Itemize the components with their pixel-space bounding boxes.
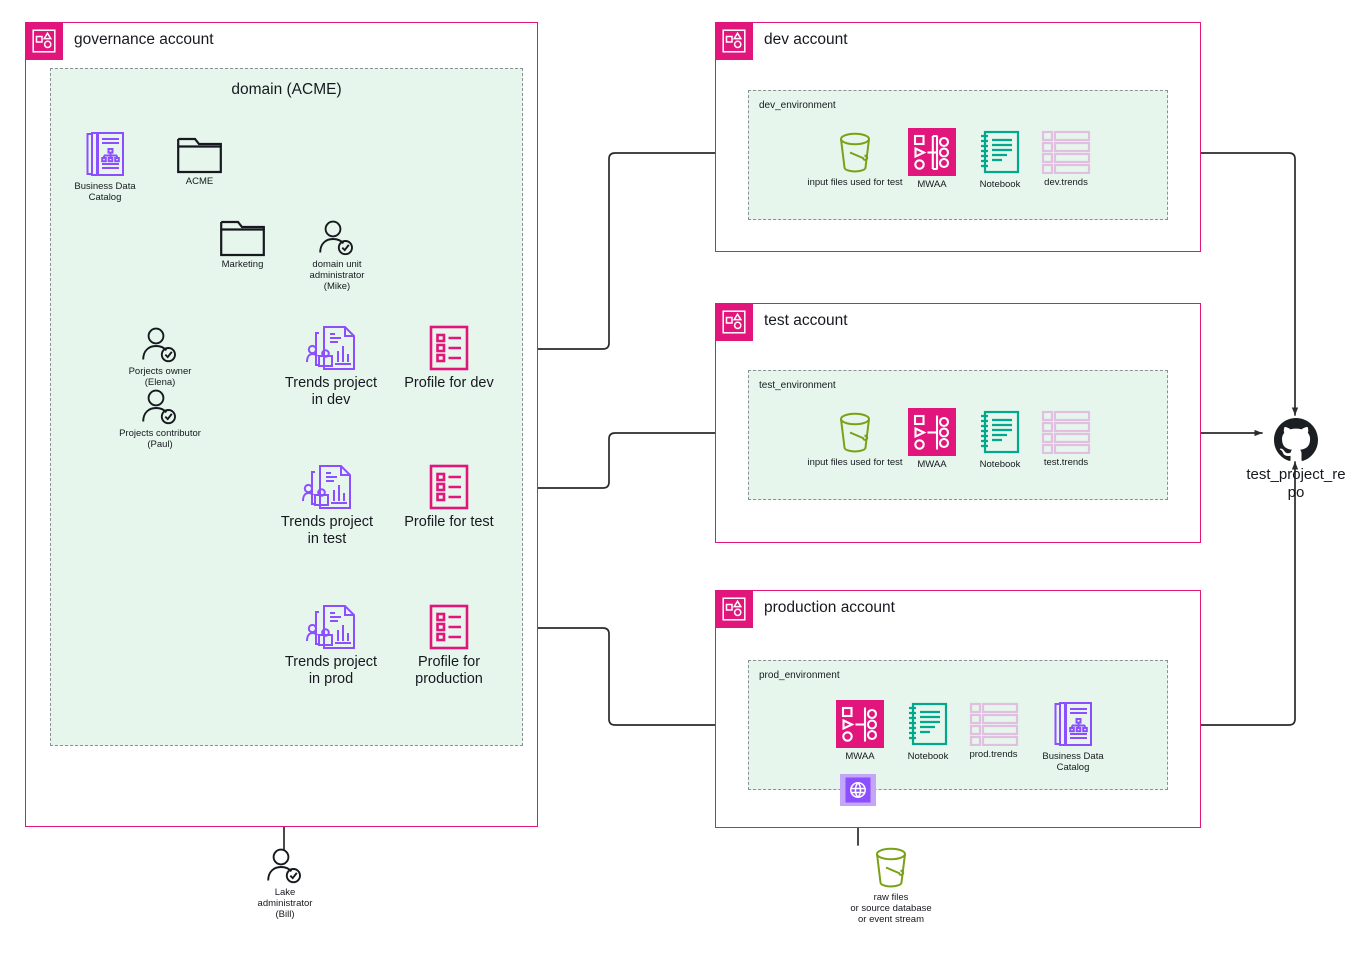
mwaa-icon (908, 408, 956, 456)
node-test-notebook[interactable]: Notebook (975, 408, 1025, 470)
dev-environment-label: dev_environment (759, 100, 836, 111)
node-label: test_project_re po (1246, 466, 1346, 501)
node-prod-mwaa[interactable]: MWAA (835, 700, 885, 762)
node-test-mwaa[interactable]: MWAA (907, 408, 957, 470)
node-label: prod.trends (969, 749, 1018, 760)
node-label: ACME (185, 176, 214, 187)
project-icon (306, 326, 355, 370)
node-label: raw files or source database or event st… (850, 892, 932, 926)
node-label: Lake administrator (Bill) (257, 887, 313, 921)
dev-account-title: dev account (764, 31, 848, 48)
test-environment-box: test_environment (748, 370, 1168, 500)
business-data-catalog-icon (1054, 702, 1092, 746)
node-lake-administrator[interactable]: Lake administrator (Bill) (248, 848, 322, 921)
node-marketing-folder[interactable]: Marketing (220, 216, 265, 270)
node-domain-unit-administrator[interactable]: domain unit administrator (Mike) (300, 220, 374, 293)
node-glue-crawler[interactable] (840, 774, 876, 806)
github-icon (1274, 418, 1318, 461)
node-label: Notebook (979, 179, 1021, 190)
user-check-icon (319, 220, 353, 256)
project-icon (302, 465, 351, 509)
mwaa-icon (908, 128, 956, 176)
node-label: Profile for dev (404, 375, 494, 391)
domain-title: domain (ACME) (231, 81, 342, 98)
node-label: Business Data Catalog (74, 181, 136, 204)
s3-bucket-icon (840, 132, 870, 173)
glue-crawler-icon (840, 774, 876, 806)
notebook-icon (981, 130, 1020, 174)
governance-account-title: governance account (74, 31, 214, 48)
business-data-catalog-icon (86, 132, 124, 176)
mwaa-icon (836, 700, 884, 748)
node-trends-project-test[interactable]: Trends project in test (268, 463, 386, 548)
node-label: Trends project in test (280, 514, 374, 548)
node-label: Profile for production (415, 654, 483, 688)
node-label: Business Data Catalog (1042, 751, 1104, 774)
node-label: Trends project in dev (284, 375, 378, 409)
node-projects-owner[interactable]: Porjects owner (Elena) (123, 327, 197, 388)
node-dev-notebook[interactable]: Notebook (975, 128, 1025, 190)
test-account-title: test account (764, 312, 848, 329)
node-test-project-repo[interactable]: test_project_re po (1246, 418, 1346, 501)
s3-bucket-icon (876, 847, 906, 888)
node-label: MWAA (917, 459, 947, 470)
node-profile-dev[interactable]: Profile for dev (398, 324, 500, 392)
node-acme-folder[interactable]: ACME (177, 133, 222, 187)
node-prod-trends-table[interactable]: prod.trends (966, 702, 1021, 760)
node-label: Marketing (221, 259, 264, 270)
notebook-icon (909, 702, 948, 746)
node-label: Notebook (979, 459, 1021, 470)
node-label: test.trends (1043, 457, 1089, 468)
node-label: domain unit administrator (Mike) (309, 259, 365, 293)
node-trends-project-prod[interactable]: Trends project in prod (272, 603, 390, 688)
node-label: Profile for test (404, 514, 494, 530)
node-label: Notebook (907, 751, 949, 762)
profile-icon (429, 464, 469, 510)
node-dev-trends-table[interactable]: dev.trends (1036, 130, 1096, 188)
user-check-icon (142, 389, 176, 425)
node-business-data-catalog-governance[interactable]: Business Data Catalog (65, 130, 145, 203)
node-label: MWAA (845, 751, 875, 762)
table-icon (969, 702, 1018, 746)
account-badge-icon (715, 22, 753, 60)
node-label: Porjects owner (Elena) (128, 366, 192, 389)
node-label: dev.trends (1044, 177, 1088, 188)
node-label: Trends project in prod (284, 654, 378, 688)
table-icon (1041, 410, 1091, 454)
node-label: input files used for test (807, 177, 903, 188)
node-dev-input-bucket[interactable]: input files used for test (800, 130, 910, 188)
test-environment-label: test_environment (759, 380, 836, 391)
node-label: input files used for test (807, 457, 903, 468)
node-profile-test[interactable]: Profile for test (398, 463, 500, 531)
node-prod-business-data-catalog[interactable]: Business Data Catalog (1032, 700, 1114, 773)
node-test-trends-table[interactable]: test.trends (1036, 410, 1096, 468)
folder-icon (220, 220, 265, 257)
s3-bucket-icon (840, 412, 870, 453)
prod-environment-box: prod_environment (748, 660, 1168, 790)
dev-environment-box: dev_environment (748, 90, 1168, 220)
profile-icon (429, 604, 469, 650)
profile-icon (429, 325, 469, 371)
account-badge-icon (715, 303, 753, 341)
table-icon (1041, 130, 1091, 174)
node-test-input-bucket[interactable]: input files used for test (800, 410, 910, 468)
user-check-icon (142, 327, 176, 363)
production-account-title: production account (764, 599, 895, 616)
node-trends-project-dev[interactable]: Trends project in dev (272, 324, 390, 409)
project-icon (306, 605, 355, 649)
node-dev-mwaa[interactable]: MWAA (907, 128, 957, 190)
node-raw-files-bucket[interactable]: raw files or source database or event st… (836, 845, 946, 926)
user-check-icon (267, 848, 301, 884)
prod-environment-label: prod_environment (759, 670, 840, 681)
node-label: MWAA (917, 179, 947, 190)
notebook-icon (981, 410, 1020, 454)
account-badge-icon (715, 590, 753, 628)
folder-icon (177, 137, 222, 174)
account-badge-icon (25, 22, 63, 60)
node-profile-production[interactable]: Profile for production (398, 603, 500, 688)
node-projects-contributor[interactable]: Projects contributor (Paul) (110, 389, 210, 450)
node-prod-notebook[interactable]: Notebook (903, 700, 953, 762)
node-label: Projects contributor (Paul) (119, 428, 201, 451)
